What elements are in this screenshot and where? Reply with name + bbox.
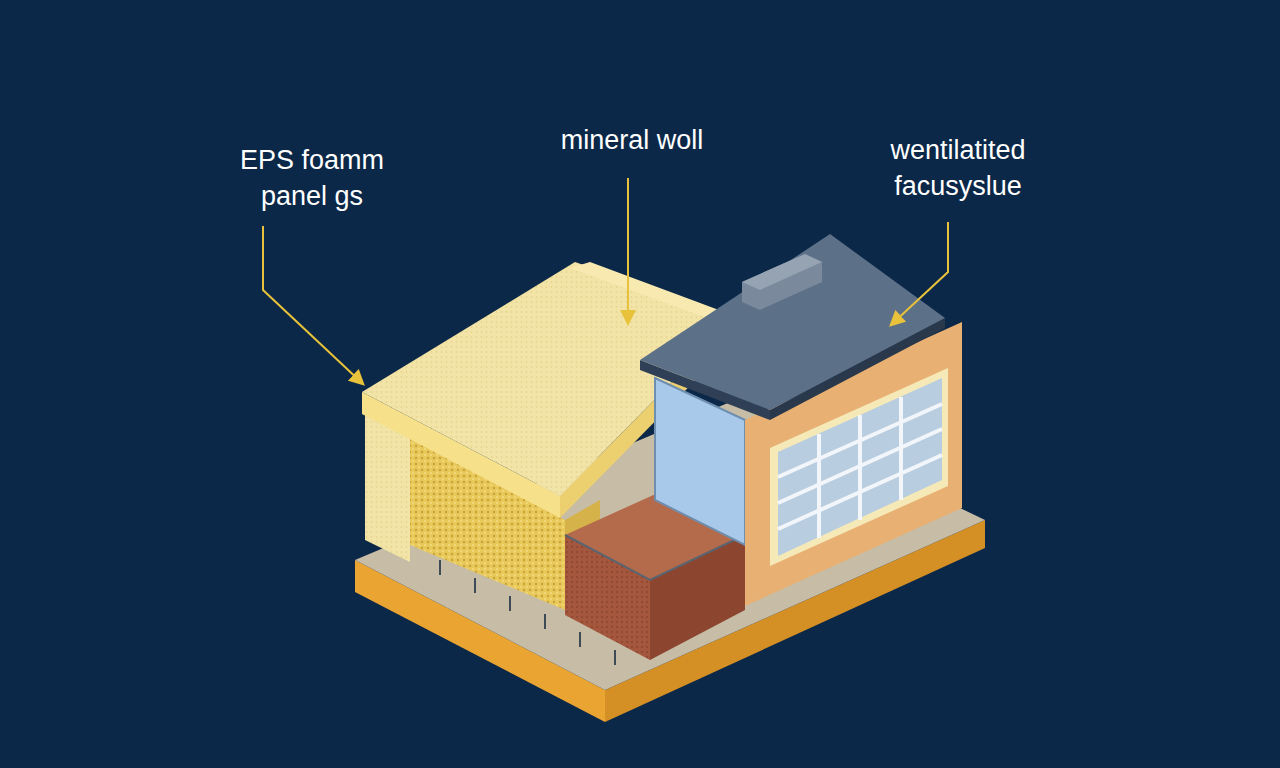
callout-label: wentilatited facusyslue xyxy=(838,132,1078,204)
leader-line xyxy=(263,226,362,383)
facade-building xyxy=(640,234,962,606)
callout-label: EPS foamm panel gs xyxy=(217,142,407,214)
leader-line xyxy=(627,178,629,322)
leader-line xyxy=(892,222,948,324)
leader-lines xyxy=(263,178,948,383)
callout-label: mineral woll xyxy=(472,122,792,158)
